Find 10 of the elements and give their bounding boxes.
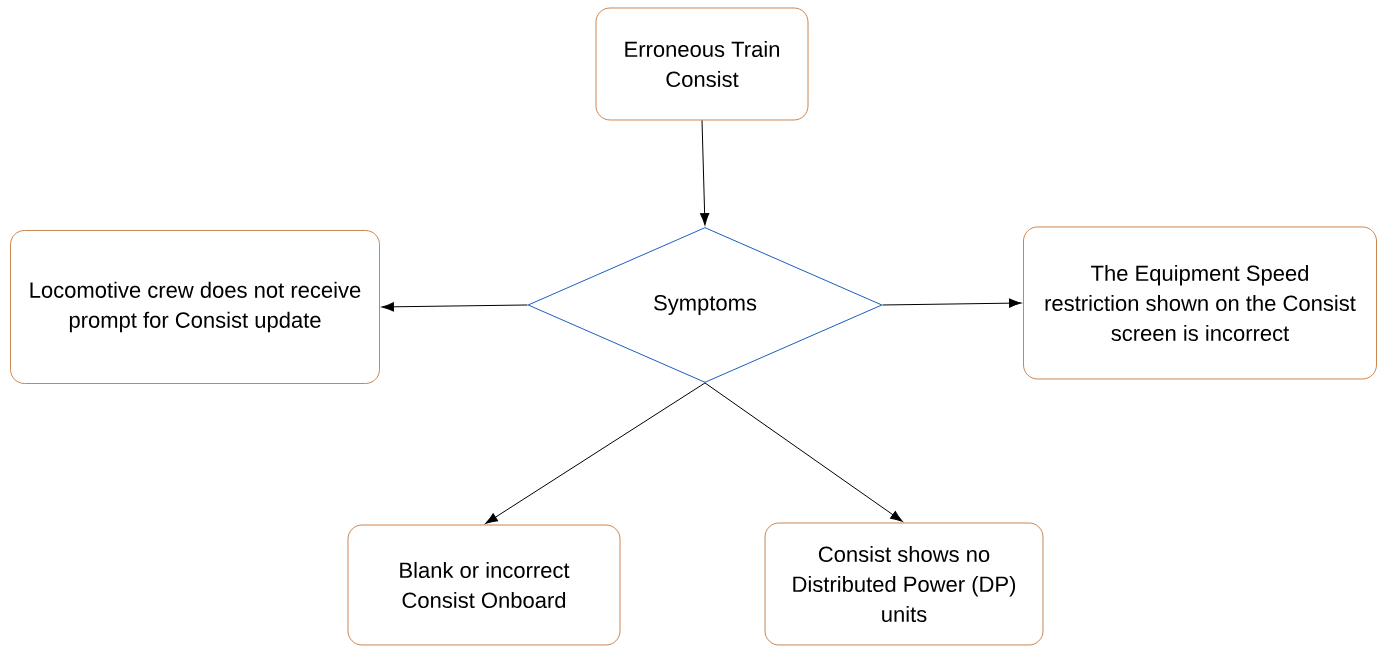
- process-box: The Equipment Speed restriction shown on the Consist screen is incorrect: [1023, 226, 1377, 380]
- arrow: [700, 119, 710, 226]
- arrow: [881, 298, 1022, 308]
- arrow: [704, 382, 903, 522]
- arrow: [485, 382, 706, 524]
- process-box: Consist shows no Distributed Power (DP) units: [764, 522, 1044, 646]
- process-box: Blank or incorrect Consist Onboard: [347, 524, 621, 646]
- arrow: [381, 302, 529, 312]
- process-box: Erroneous Train Consist: [595, 7, 809, 121]
- process-box: Locomotive crew does not receive prompt for Consist update: [10, 230, 380, 384]
